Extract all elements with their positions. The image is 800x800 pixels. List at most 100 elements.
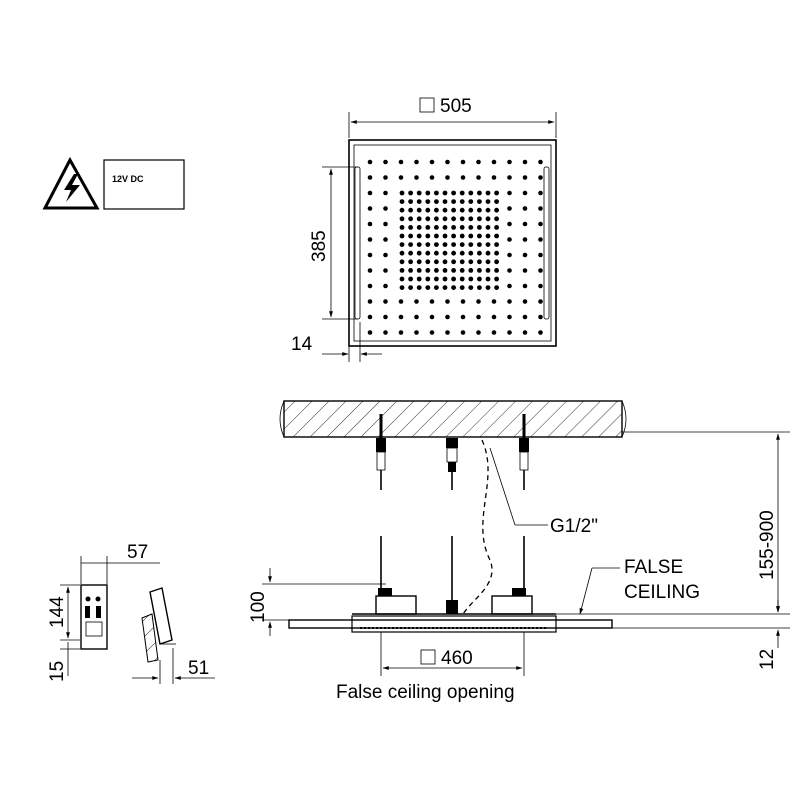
- nozzle-dot: [459, 199, 465, 205]
- nozzle-dot: [451, 259, 456, 265]
- nozzle-dot: [494, 190, 499, 196]
- false-ceiling-callout: FALSE CEILING: [579, 557, 700, 615]
- dimension-drop-range: 155-900 12: [556, 431, 790, 670]
- nozzle-dot: [442, 190, 448, 196]
- nozzle-dot: [367, 159, 373, 165]
- nozzle-dot: [507, 221, 512, 227]
- nozzle-dot: [367, 330, 373, 335]
- nozzle-dot: [434, 207, 439, 213]
- nozzle-dot: [399, 268, 405, 273]
- nozzle-dot: [434, 250, 439, 256]
- nozzle-dot: [442, 216, 448, 222]
- nozzle-dot: [442, 268, 448, 273]
- nozzle-dot: [494, 285, 499, 290]
- drop-range-label: 155-900: [757, 510, 778, 580]
- nozzle-dot: [367, 190, 373, 196]
- nozzle-dot: [367, 283, 373, 289]
- nozzle-dot: [451, 207, 456, 213]
- nozzle-dot: [459, 285, 465, 290]
- nozzle-dot: [468, 285, 474, 290]
- nozzle-dot: [485, 199, 491, 205]
- nozzle-dot: [416, 259, 422, 265]
- voltage-label: 12V DC: [112, 174, 144, 184]
- nozzle-dot: [367, 268, 373, 273]
- nozzle-dot: [468, 216, 474, 222]
- nozzle-dot: [459, 233, 465, 239]
- anchor-left: [376, 414, 386, 592]
- nozzle-dot: [494, 268, 499, 273]
- plate-thickness-label: 12: [757, 649, 778, 670]
- nozzle-dot: [507, 314, 512, 320]
- nozzle-dot: [485, 276, 491, 282]
- nozzle-dot: [477, 216, 482, 222]
- nozzle-dot: [522, 330, 528, 335]
- nozzle-dot: [451, 199, 456, 205]
- nozzle-dot: [468, 190, 474, 196]
- nozzle-dot: [476, 159, 481, 165]
- nozzle-dot: [451, 250, 456, 256]
- nozzle-dot: [459, 259, 465, 265]
- nozzle-dot: [468, 250, 474, 256]
- nozzle-dot: [459, 207, 465, 213]
- ceiling-slab: [279, 400, 627, 438]
- nozzle-dot: [477, 225, 482, 230]
- nozzle-dot: [434, 259, 439, 265]
- nozzle-dot: [399, 285, 405, 290]
- nozzle-dot: [383, 314, 388, 320]
- nozzle-dot: [398, 159, 404, 165]
- nozzle-dot: [522, 299, 528, 304]
- nozzle-dot: [494, 242, 499, 248]
- nozzle-dot: [425, 190, 431, 196]
- nozzle-dot: [451, 225, 456, 230]
- nozzle-dot: [425, 233, 431, 239]
- nozzle-dot: [491, 314, 497, 320]
- nozzle-dot: [468, 233, 474, 239]
- nozzle-dot: [494, 199, 499, 205]
- nozzle-dot: [434, 190, 439, 196]
- nozzle-dot: [442, 285, 448, 290]
- nozzle-dot: [491, 299, 497, 304]
- nozzle-dot: [485, 216, 491, 222]
- nozzle-dot: [494, 216, 499, 222]
- anchor-center: [446, 438, 458, 600]
- nozzle-dot: [408, 242, 413, 248]
- body-height-label: 100: [248, 591, 269, 623]
- nozzle-dot: [425, 216, 431, 222]
- nozzle-dot: [429, 159, 435, 165]
- nozzle-dot: [538, 268, 543, 273]
- nozzle-dot: [485, 190, 491, 196]
- nozzle-dot: [445, 159, 450, 165]
- shower-head-top-view: [348, 139, 557, 347]
- nozzle-dot: [367, 314, 373, 320]
- nozzle-dot: [451, 285, 456, 290]
- nozzle-dot: [494, 225, 499, 230]
- nozzle-dot: [383, 221, 388, 227]
- nozzle-dot: [468, 199, 474, 205]
- nozzle-dot: [408, 190, 413, 196]
- nozzle-dot: [442, 276, 448, 282]
- nozzle-dot: [414, 175, 419, 180]
- nozzle-dot: [477, 285, 482, 290]
- nozzle-dot: [459, 190, 465, 196]
- nozzle-dot: [445, 314, 450, 320]
- edge-dimension-label: 14: [291, 334, 313, 355]
- nozzle-dot: [434, 285, 439, 290]
- control-box-front: [80, 584, 108, 650]
- nozzle-dot: [408, 250, 413, 256]
- nozzle-dot: [416, 225, 422, 230]
- nozzle-dot: [408, 259, 413, 265]
- dimension-width: 505: [348, 96, 557, 138]
- nozzle-dot: [476, 175, 481, 180]
- nozzle-dot: [445, 175, 450, 180]
- nozzle-dot: [476, 330, 481, 335]
- nozzle-dot: [414, 330, 419, 335]
- nozzle-dot: [429, 299, 435, 304]
- high-voltage-warning-icon: [42, 156, 100, 210]
- nozzle-dot: [507, 190, 512, 196]
- thread-label: G1/2": [550, 516, 598, 537]
- nozzle-dot: [538, 252, 543, 258]
- control-box-side: [141, 587, 176, 663]
- nozzle-dot: [408, 225, 413, 230]
- height-dimension-label: 385: [309, 230, 330, 262]
- false-ceiling-plate: [288, 619, 613, 629]
